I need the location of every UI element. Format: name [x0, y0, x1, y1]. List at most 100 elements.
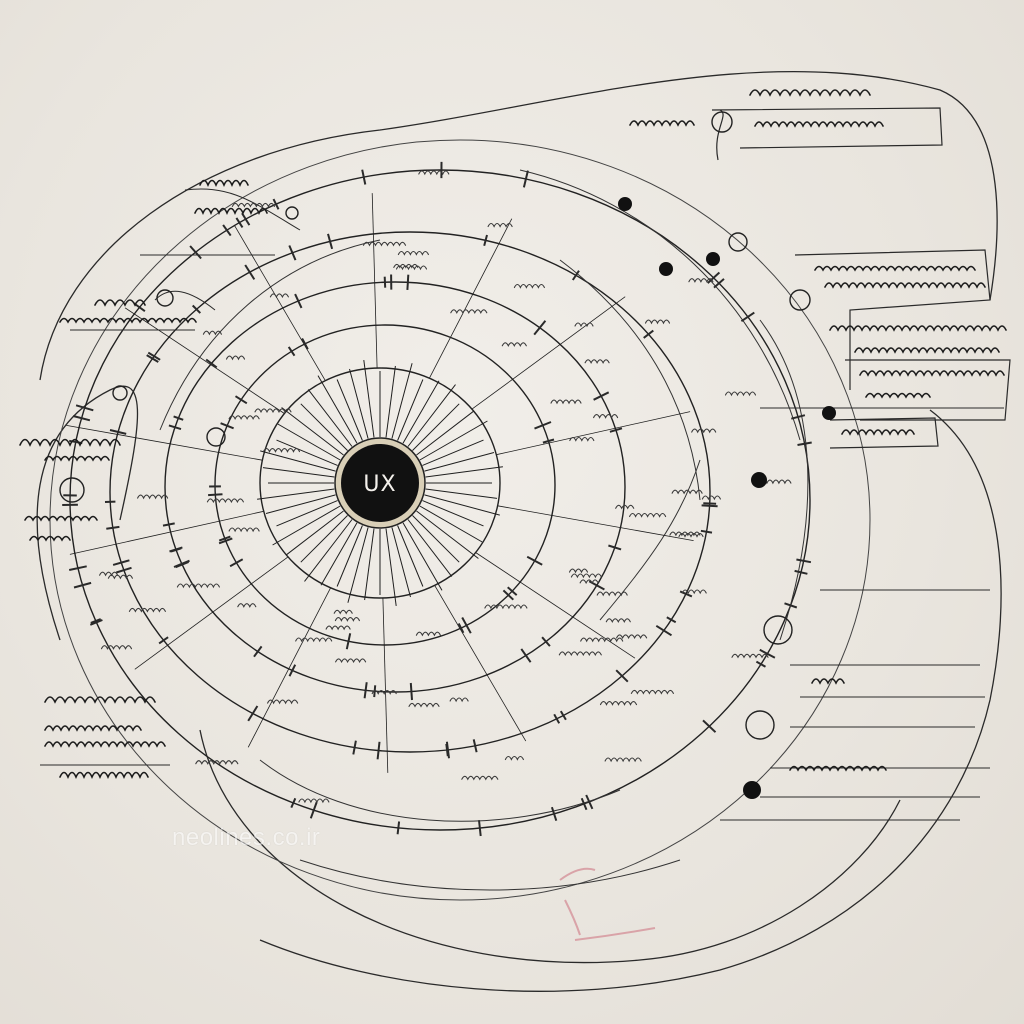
spoke [397, 525, 424, 587]
ring-annotation-scribble [671, 489, 703, 495]
ring-annotation-scribble [262, 448, 301, 453]
ring-annotation-scribble [701, 495, 721, 501]
spoke-long [429, 218, 513, 379]
ring-annotation-scribble [100, 645, 133, 650]
spoke-long [434, 585, 527, 742]
ring-annotation-scribble [371, 690, 397, 695]
spoke [422, 500, 484, 527]
ring-annotation-scribble [137, 494, 169, 500]
spoke [407, 384, 456, 447]
callout-box-right-1 [794, 249, 991, 390]
ring-annotation-scribble [605, 618, 631, 624]
ring-annotation-scribble [397, 250, 429, 256]
arc-frag-6 [759, 319, 809, 641]
ring-annotation-scribble [176, 583, 220, 589]
central-hub: UX [334, 437, 426, 529]
ring-tick [445, 743, 449, 757]
scribble-labels [19, 89, 1007, 779]
node-dot [659, 262, 673, 276]
ring-tick [294, 293, 303, 309]
ring-tick [352, 740, 357, 755]
ring-annotation-scribble [195, 760, 239, 765]
spoke-long [247, 587, 331, 748]
spoke [416, 510, 479, 559]
spoke [391, 363, 413, 439]
ring-annotation-scribble [580, 637, 624, 643]
leader-lines-right [720, 407, 1004, 821]
scribble-label-top-mid [629, 120, 695, 127]
ring-tick [797, 441, 812, 446]
ring-6 [49, 139, 871, 901]
ring-tick [189, 245, 202, 260]
ring-tick [550, 806, 558, 822]
ring-tick [666, 616, 677, 624]
ring-tick [541, 636, 551, 647]
ring-tick [702, 719, 717, 733]
ring-tick [90, 618, 102, 624]
ring-tick [759, 648, 776, 659]
ring-tick [740, 311, 755, 323]
spoke [276, 439, 338, 466]
ring-tick [472, 739, 478, 753]
ring-tick [244, 264, 256, 280]
spoke [419, 420, 488, 461]
spoke-long [66, 425, 263, 461]
ring-tick [158, 636, 169, 645]
ring-tick [376, 741, 381, 760]
ring-annotations [99, 170, 792, 804]
ring-annotation-scribble [630, 689, 674, 695]
ring-tick [208, 493, 223, 497]
spoke-long [69, 510, 264, 555]
spoke [320, 522, 358, 586]
ring-tick [507, 586, 518, 596]
scribble-label-top-left-1 [199, 179, 249, 187]
ring-tick [168, 424, 182, 431]
ring-tick [247, 705, 259, 722]
ring-tick [68, 565, 87, 571]
ring-annotation-scribble [570, 573, 602, 579]
spoke [385, 528, 397, 606]
ring-tick [173, 415, 184, 421]
ring-annotation-scribble [691, 428, 717, 434]
ring-annotation-scribble [604, 757, 642, 763]
ring-tick [571, 270, 580, 281]
ring-tick [361, 169, 367, 185]
node-dot [751, 472, 767, 488]
ring-annotation-scribble [225, 355, 246, 361]
leader-curve [184, 188, 301, 231]
ring-tick [218, 535, 231, 542]
ring-annotation-scribble [449, 697, 469, 703]
ring-tick [253, 645, 263, 658]
red-accents [559, 867, 656, 941]
node-dots [618, 197, 836, 799]
spoke [424, 452, 495, 472]
callout-connector-top [716, 109, 724, 161]
ring-annotation-scribble [418, 170, 450, 176]
ring-annotation-scribble [688, 278, 714, 283]
ring-tick [73, 581, 92, 589]
scribble-label-bottom-left-1 [44, 696, 156, 704]
ring-annotation-scribble [450, 309, 488, 315]
ring-tick [234, 395, 248, 405]
callouts-top-right [711, 107, 1011, 449]
scribble-label-right-9 [789, 765, 887, 772]
ring-tick [609, 427, 623, 433]
ring-annotation-scribble [487, 222, 513, 228]
ring-tick [580, 797, 588, 811]
spoke [402, 522, 443, 591]
loop-glyph [728, 232, 748, 252]
ring-tick [106, 525, 120, 530]
ring-tick [794, 569, 808, 575]
spoke [317, 375, 358, 444]
ring-tick [272, 198, 280, 210]
ring-tick [585, 794, 594, 810]
red-accent-stroke [559, 867, 656, 941]
ring-annotation-scribble [599, 701, 638, 706]
outer-loop-top [39, 70, 998, 381]
ring-tick [553, 713, 561, 724]
ring-tick [383, 276, 387, 288]
node-dot [743, 781, 761, 799]
ring-4 [109, 231, 711, 753]
ring-annotation-scribble [269, 293, 289, 299]
spoke [307, 389, 353, 447]
